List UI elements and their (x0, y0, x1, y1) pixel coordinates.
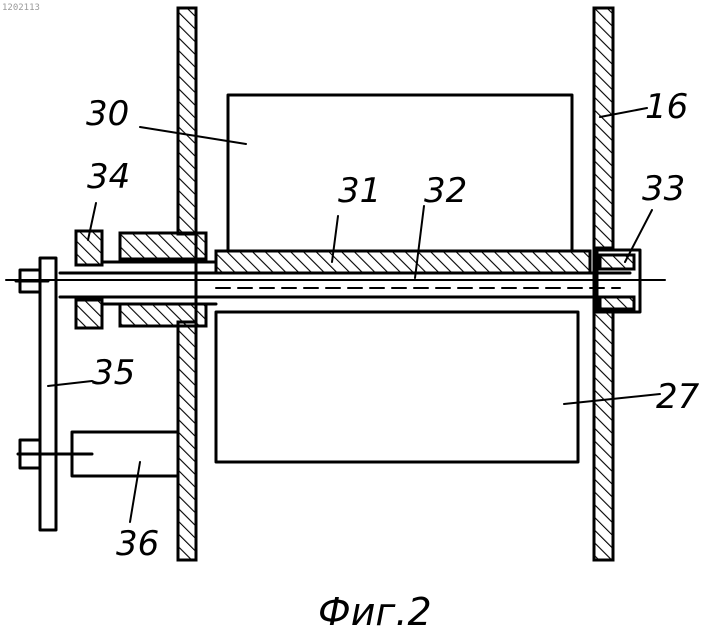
label-16: 16 (645, 87, 688, 127)
figure-caption: Фиг.2 (318, 590, 432, 634)
plate-31 (216, 251, 590, 273)
label-30: 30 (86, 94, 129, 134)
label-34: 34 (87, 157, 130, 197)
left-wall (178, 8, 196, 560)
label-35: 35 (92, 353, 135, 393)
block-30 (228, 95, 572, 251)
drive-36 (18, 432, 178, 476)
block-27 (216, 312, 578, 462)
label-32: 32 (424, 171, 467, 211)
lever-35 (16, 258, 56, 530)
label-33: 33 (642, 169, 685, 209)
label-36: 36 (116, 524, 159, 564)
label-27: 27 (656, 377, 700, 417)
document-stamp: 1202113 (2, 3, 40, 13)
label-31: 31 (338, 171, 381, 211)
shaft-32 (6, 273, 665, 297)
